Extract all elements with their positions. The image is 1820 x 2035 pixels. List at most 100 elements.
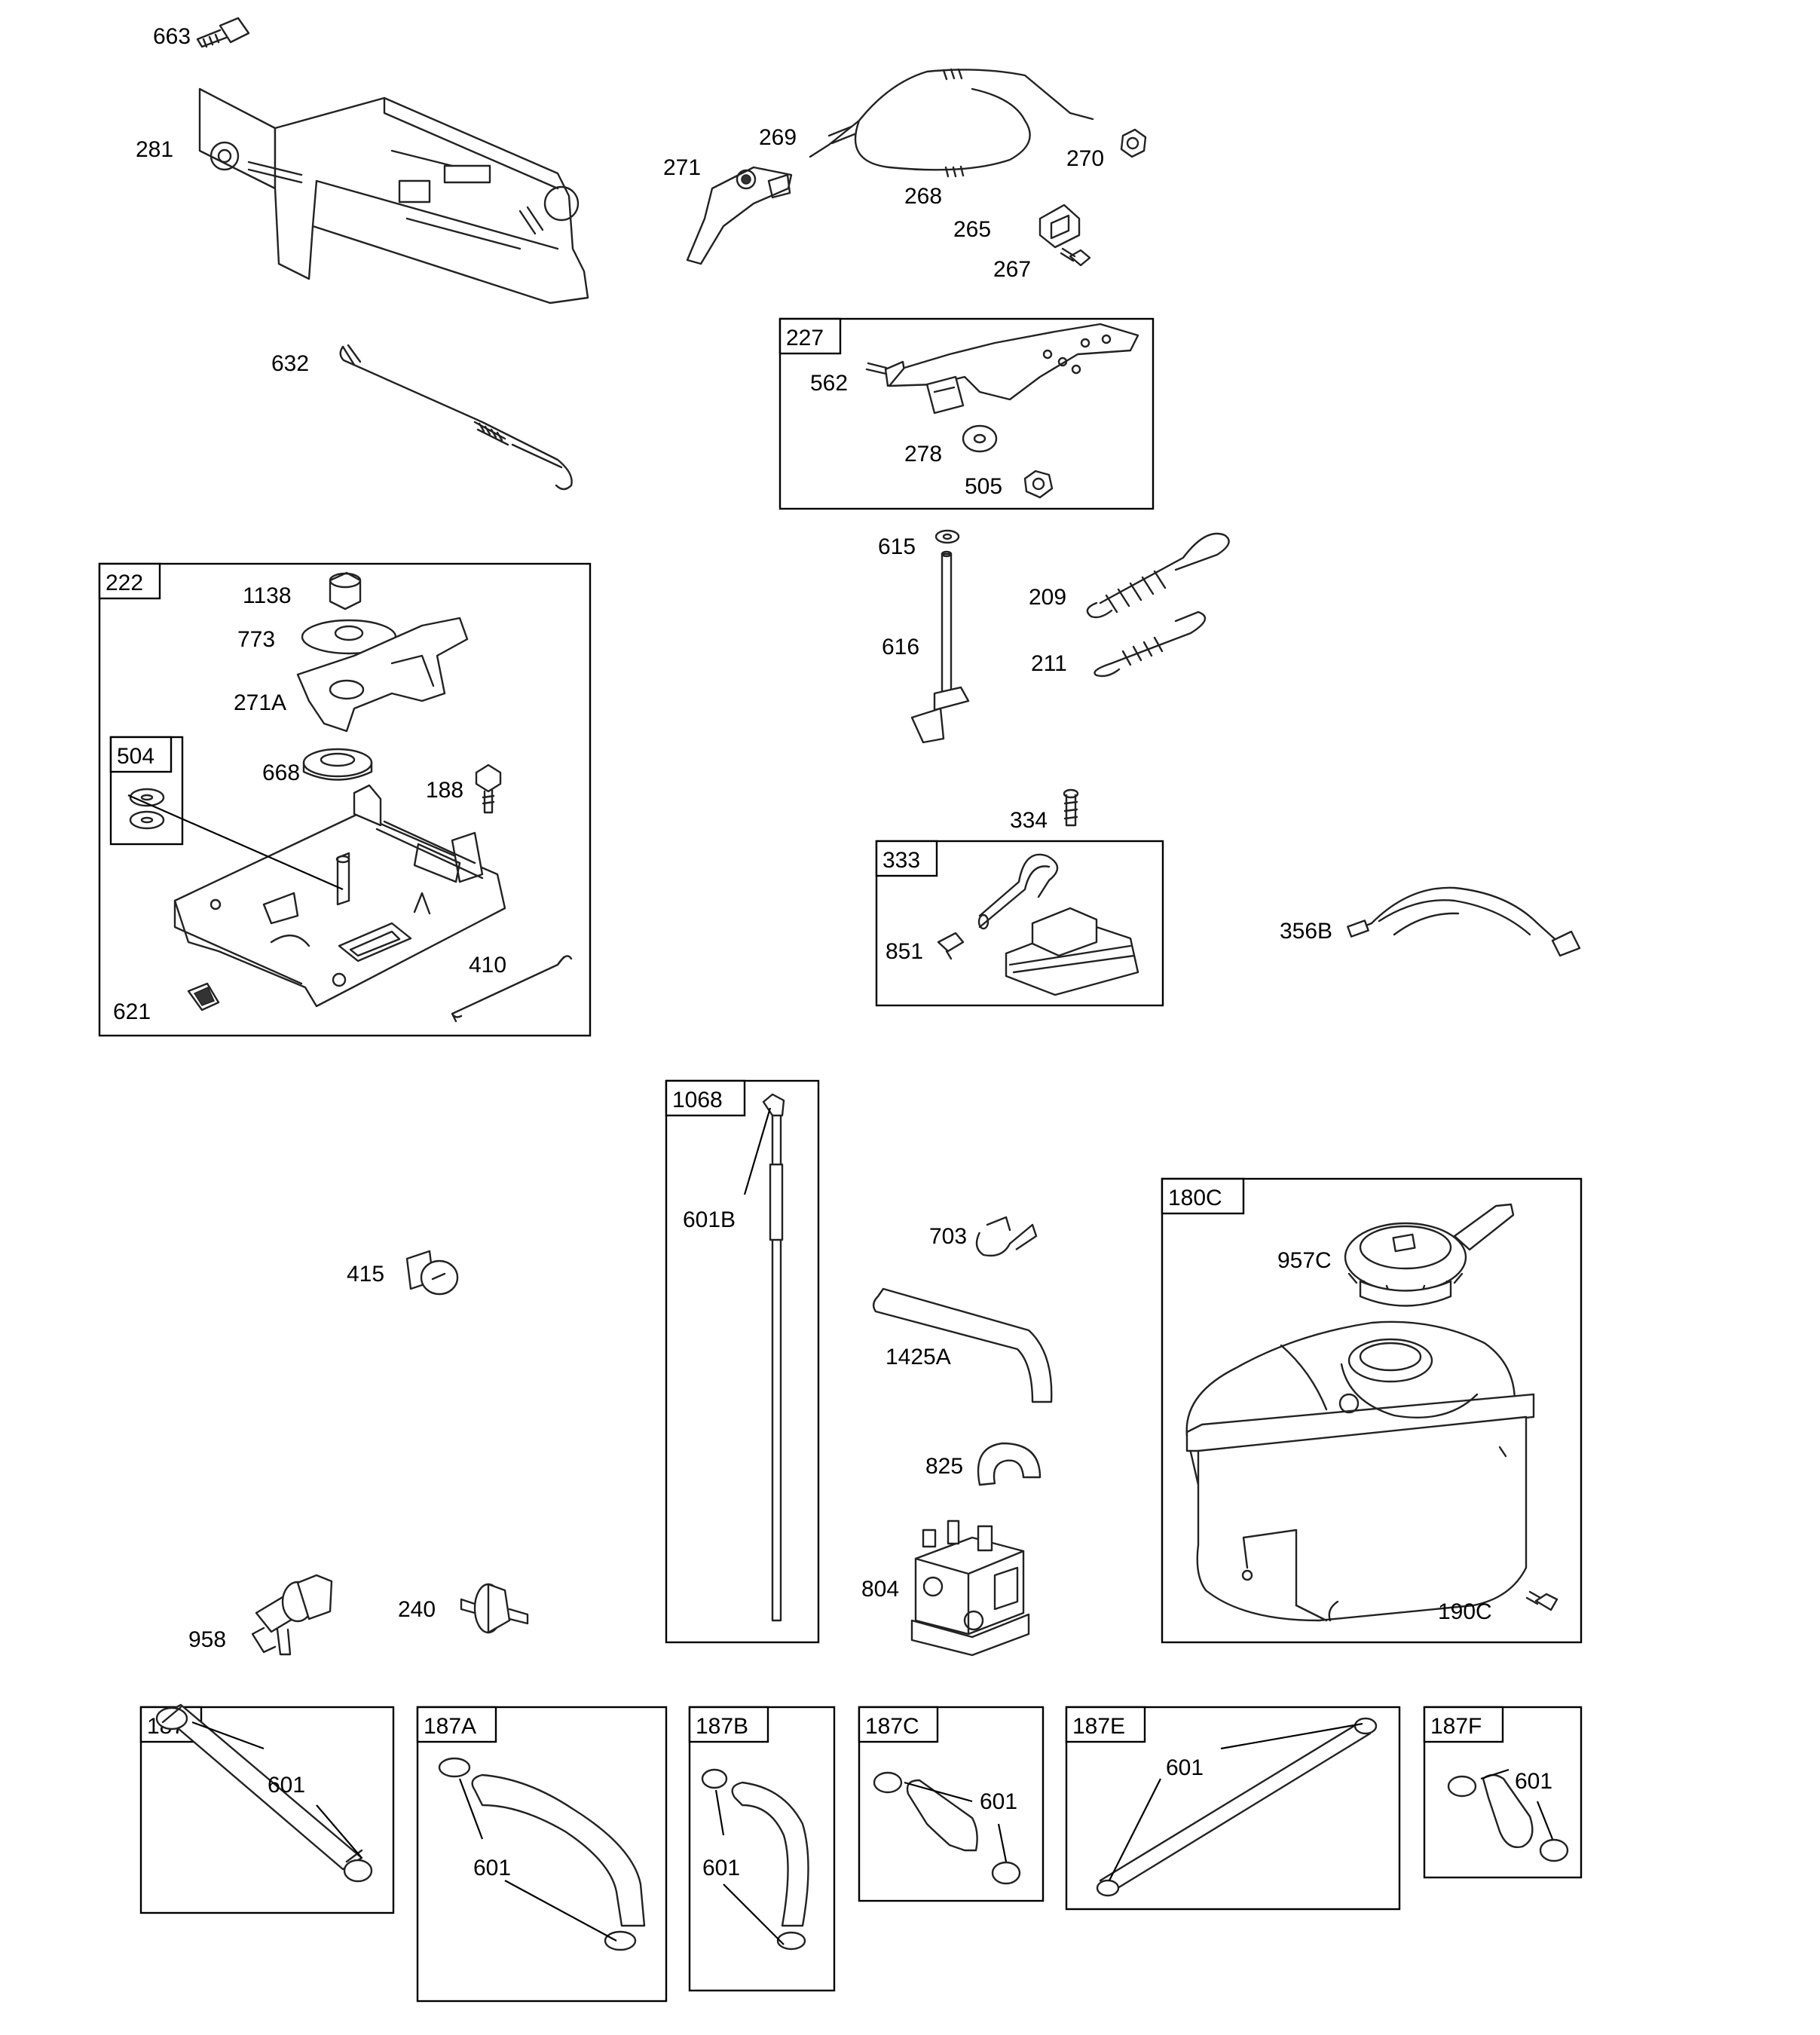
screw-190c-drawing — [1525, 1590, 1558, 1611]
group-tag-187e — [1065, 1706, 1146, 1743]
callout-269: 269 — [759, 125, 797, 150]
callout-601-187c: 601 — [980, 1789, 1017, 1814]
callout-601-187f: 601 — [1515, 1769, 1552, 1794]
callout-268: 268 — [904, 184, 942, 209]
callout-267: 267 — [993, 257, 1031, 282]
nut-270-drawing — [1120, 128, 1147, 158]
valve-958-drawing — [251, 1574, 333, 1656]
group-label-187a: 187A — [424, 1714, 476, 1739]
group-tag-187a — [416, 1706, 497, 1743]
dipstick-tube-1068-drawing — [762, 1093, 785, 1622]
shaft-616-drawing — [910, 550, 970, 744]
callout-668: 668 — [262, 760, 300, 785]
callout-601-187e: 601 — [1166, 1755, 1204, 1780]
group-tag-222 — [98, 562, 161, 600]
group-box-187a — [416, 1706, 668, 2003]
fuel-tank-180c-drawing — [1185, 1320, 1535, 1622]
callout-703: 703 — [929, 1224, 967, 1249]
group-label-227: 227 — [786, 326, 824, 350]
cap-957c-drawing — [1344, 1203, 1515, 1307]
callout-663: 663 — [153, 24, 191, 49]
group-tag-227 — [778, 317, 842, 355]
group-tag-187c — [858, 1706, 939, 1743]
washer-615-drawing — [934, 529, 960, 544]
callout-labels: 663 281 269 271 270 268 265 267 632 562 … — [113, 24, 1552, 1880]
washer-278-drawing — [962, 424, 998, 453]
group-tag-187b — [688, 1706, 769, 1743]
group-tag-333 — [875, 840, 938, 877]
group-label-187e: 187E — [1072, 1714, 1125, 1739]
group-label-187c: 187C — [865, 1714, 919, 1739]
group-label-504: 504 — [117, 744, 154, 769]
clip-851-drawing — [937, 932, 965, 960]
group-label-180c: 180C — [1168, 1186, 1222, 1210]
bracket-281-drawing — [198, 87, 589, 304]
leader-lines — [127, 794, 1554, 1945]
callout-240: 240 — [398, 1597, 436, 1622]
rod-632-drawing — [339, 344, 573, 491]
clip-265-drawing — [1038, 204, 1081, 249]
callout-334: 334 — [1010, 808, 1048, 833]
group-box-187 — [139, 1706, 395, 1914]
governor-227-drawing — [865, 323, 1139, 415]
nut-505-drawing — [1023, 470, 1054, 499]
group-box-187b — [688, 1706, 836, 1992]
callout-957c: 957C — [1277, 1248, 1332, 1273]
cable-268-drawing — [809, 68, 1094, 178]
callout-356b: 356B — [1280, 919, 1332, 944]
part-drawings — [129, 17, 1581, 1951]
lever-271-drawing — [686, 166, 793, 265]
callout-278: 278 — [904, 442, 942, 467]
callout-190c: 190C — [1438, 1599, 1492, 1624]
group-label-187f: 187F — [1430, 1714, 1482, 1739]
elbow-825-drawing — [977, 1442, 1042, 1486]
callout-773: 773 — [237, 627, 275, 652]
group-box-1068 — [665, 1079, 820, 1644]
hose-187a-drawing — [438, 1757, 646, 1951]
callout-265: 265 — [953, 217, 991, 242]
coil-333-drawing — [977, 853, 1139, 996]
solenoid-804-drawing — [910, 1519, 1030, 1657]
screw-334-drawing — [1063, 788, 1079, 827]
spring-211-drawing — [1094, 610, 1207, 678]
callout-271a: 271A — [234, 690, 286, 715]
callout-825: 825 — [925, 1454, 963, 1479]
group-tag-180c — [1161, 1177, 1245, 1215]
group-box-227 — [778, 317, 1155, 510]
callout-601-187: 601 — [268, 1773, 305, 1798]
callout-958: 958 — [188, 1627, 226, 1652]
bracket-plate-222-drawing — [173, 784, 506, 1008]
bolt-663-drawing — [196, 17, 250, 48]
callout-601-187a: 601 — [473, 1856, 511, 1880]
group-box-180c — [1161, 1177, 1583, 1644]
lever-271a-drawing — [296, 617, 469, 733]
rod-410-drawing — [451, 955, 573, 1023]
washers-504-drawing — [129, 788, 165, 830]
hose-187b-drawing — [701, 1768, 809, 1951]
group-label-1068: 1068 — [672, 1088, 723, 1112]
callout-281: 281 — [136, 137, 173, 162]
plug-415-drawing — [405, 1250, 459, 1296]
hose-187-drawing — [155, 1703, 373, 1883]
filter-240-drawing — [460, 1583, 529, 1634]
callout-615: 615 — [878, 534, 916, 559]
callout-562: 562 — [810, 371, 848, 396]
callout-188: 188 — [426, 778, 463, 803]
callout-1138: 1138 — [243, 583, 292, 608]
wire-356b-drawing — [1347, 886, 1581, 957]
group-box-333 — [875, 840, 1164, 1007]
callout-211: 211 — [1031, 651, 1067, 676]
group-tag-187f — [1423, 1706, 1504, 1743]
callout-621: 621 — [113, 999, 151, 1024]
hose-1425a-drawing — [872, 1287, 1053, 1403]
hose-187e-drawing — [1096, 1717, 1378, 1897]
group-tag-504 — [109, 736, 173, 773]
callout-601-187b: 601 — [702, 1856, 740, 1880]
clip-621-drawing — [187, 982, 220, 1011]
spring-209-drawing — [1086, 532, 1230, 619]
group-box-187e — [1065, 1706, 1401, 1911]
group-label-187b: 187B — [696, 1714, 748, 1739]
group-tag-1068 — [665, 1079, 746, 1117]
callout-804: 804 — [861, 1577, 899, 1602]
